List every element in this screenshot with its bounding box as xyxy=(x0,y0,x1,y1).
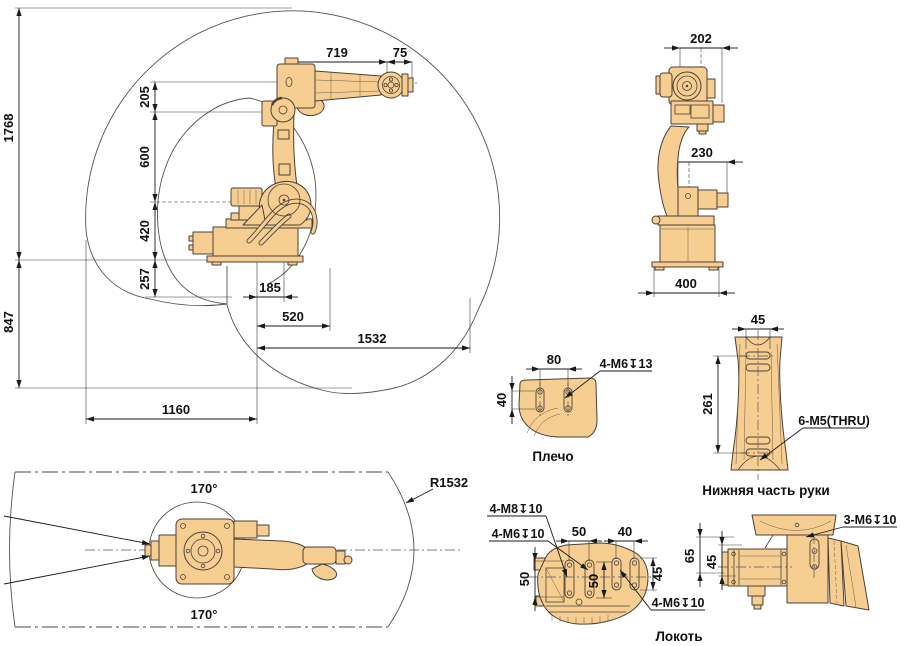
dim-elbow-45-side: 45 xyxy=(704,555,719,569)
side-view: 1768 847 205 600 420 257 719 75 185 520 … xyxy=(1,7,501,424)
dim-600: 600 xyxy=(137,146,152,168)
elbow-m6-front-note: 4-M6↧10 xyxy=(492,527,545,541)
elbow-front-view xyxy=(528,542,660,625)
dim-230: 230 xyxy=(691,145,713,160)
dim-1532: 1532 xyxy=(358,331,387,346)
robot-rear-silhouette xyxy=(651,66,729,271)
elbow-m6-lower-note: 4-M6↧10 xyxy=(652,596,705,610)
dim-400: 400 xyxy=(675,276,697,291)
dim-1768: 1768 xyxy=(1,114,16,143)
robot-top-silhouette xyxy=(144,518,353,585)
dim-420: 420 xyxy=(137,220,152,242)
elbow-m6-side-note: 3-M6↧10 xyxy=(844,513,897,527)
dim-202: 202 xyxy=(690,31,712,46)
lower-arm-detail: 45 261 6-M5(THRU) Нижняя часть руки xyxy=(700,312,870,498)
robot-side-silhouette xyxy=(188,57,414,266)
dim-205: 205 xyxy=(137,86,152,108)
lowerarm-thread-note: 6-M5(THRU) xyxy=(798,414,870,428)
lowerarm-caption: Нижняя часть руки xyxy=(702,483,829,498)
dim-lowerarm-45: 45 xyxy=(751,312,765,327)
dim-shoulder-40: 40 xyxy=(494,393,509,407)
elbow-caption: Локоть xyxy=(655,629,702,644)
dim-lowerarm-261: 261 xyxy=(700,393,715,415)
dim-75: 75 xyxy=(393,45,407,60)
elbow-detail: 4-M8↧10 4-M6↧10 4-M6↧10 50 40 50 50 45 xyxy=(487,502,897,644)
rear-view: 202 230 400 xyxy=(638,31,743,297)
top-view: 170° 170° R1532 xyxy=(3,471,468,628)
side-dimensions xyxy=(16,8,470,422)
dim-shoulder-80: 80 xyxy=(547,352,561,367)
dim-847: 847 xyxy=(1,311,16,333)
shoulder-caption: Плечо xyxy=(532,449,573,464)
dim-elbow-50-top: 50 xyxy=(572,524,586,539)
dim-719: 719 xyxy=(326,45,348,60)
dim-elbow-40-top: 40 xyxy=(618,524,632,539)
dim-rotation-lower: 170° xyxy=(191,607,218,622)
dim-257: 257 xyxy=(137,268,152,290)
dim-r1532: R1532 xyxy=(430,475,468,490)
rear-dimensions xyxy=(638,45,743,296)
dim-520: 520 xyxy=(282,309,304,324)
dim-rotation-upper: 170° xyxy=(191,481,218,496)
elbow-side-view xyxy=(718,514,870,611)
elbow-m8-note: 4-M8↧10 xyxy=(490,502,543,516)
dim-elbow-45-right: 45 xyxy=(650,567,665,581)
dim-185: 185 xyxy=(259,280,281,295)
dim-elbow-50-left: 50 xyxy=(517,572,532,586)
dim-elbow-50-inner: 50 xyxy=(586,574,601,588)
dim-elbow-65-side: 65 xyxy=(682,549,697,563)
dim-1160: 1160 xyxy=(162,402,190,417)
shoulder-thread-note: 4-M6↧13 xyxy=(600,357,653,371)
shoulder-detail: 80 40 4-M6↧13 Плечо xyxy=(494,352,652,464)
